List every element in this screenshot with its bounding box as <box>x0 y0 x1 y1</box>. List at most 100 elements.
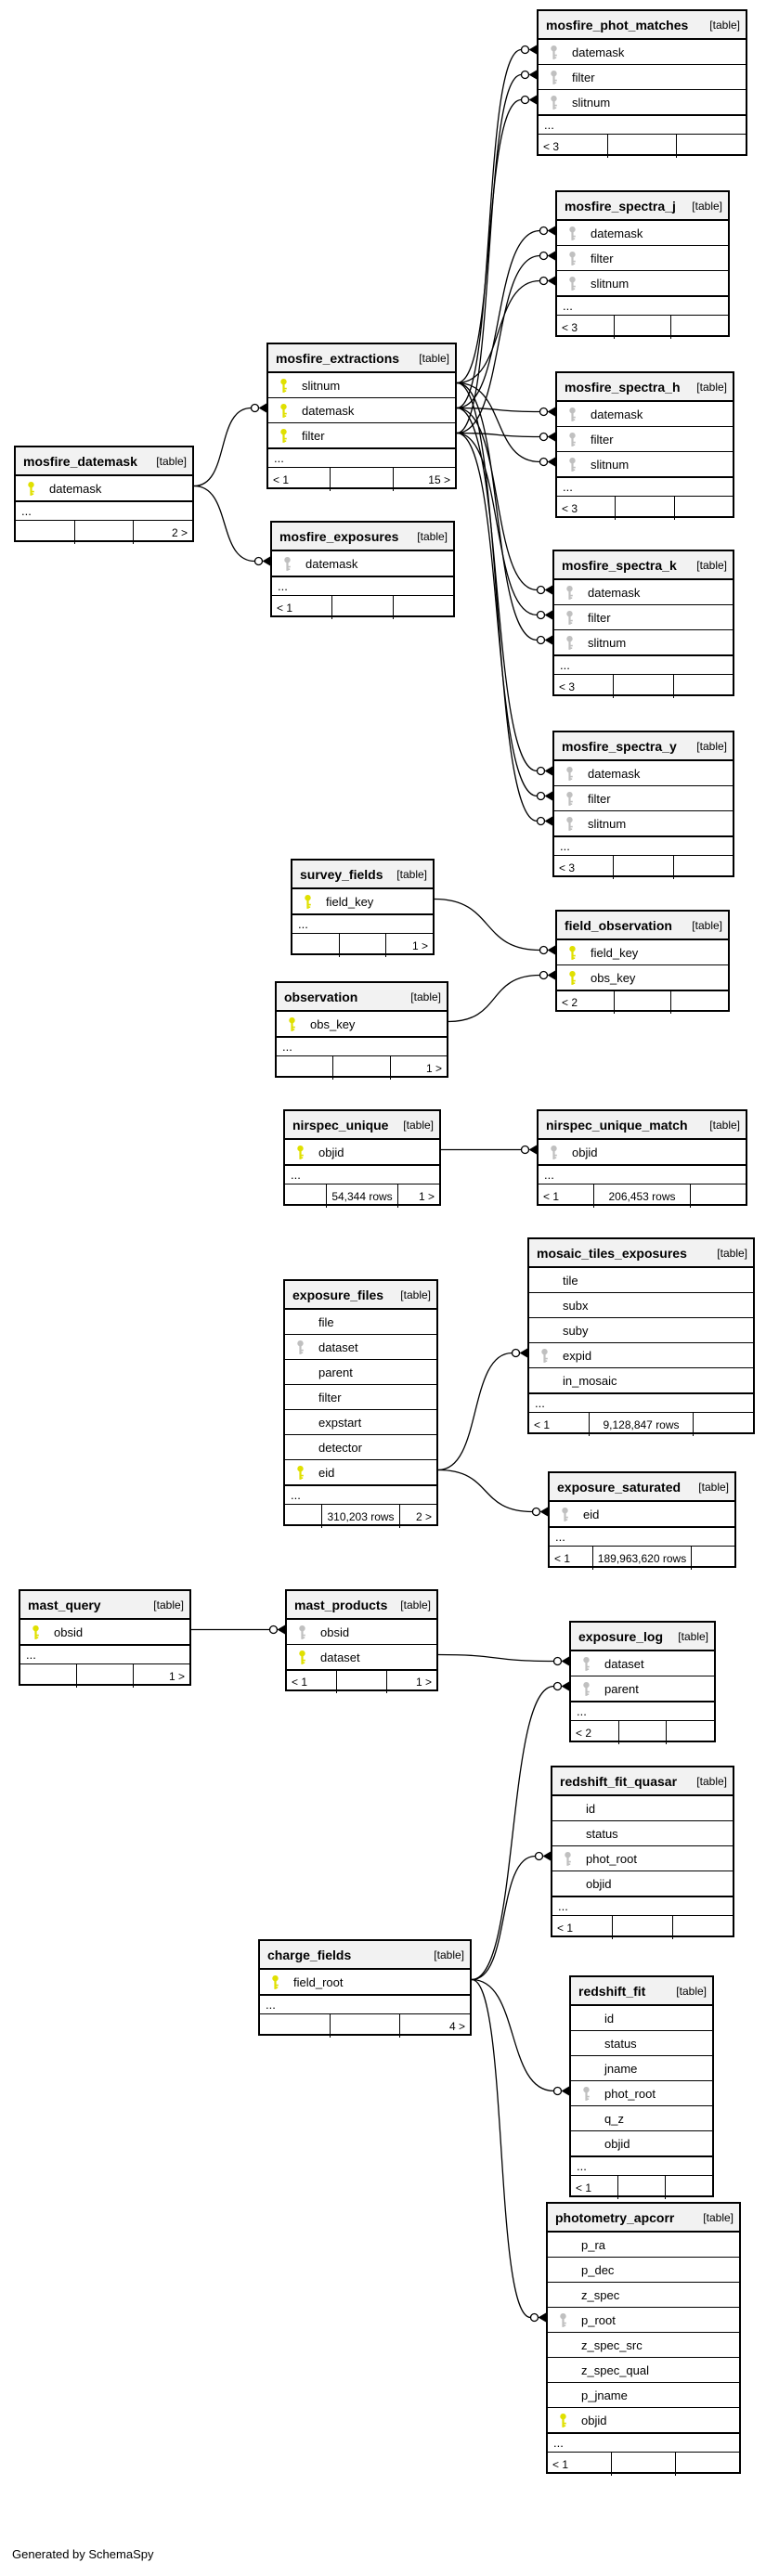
table-survey_fields[interactable]: survey_fields[table]field_key...1 > <box>291 859 435 957</box>
table-type-label: [table] <box>709 1118 740 1132</box>
table-header[interactable]: survey_fields[table] <box>292 861 433 888</box>
column-name: status <box>604 2036 637 2051</box>
table-header[interactable]: exposure_files[table] <box>285 1281 436 1309</box>
table-header[interactable]: photometry_apcorr[table] <box>548 2204 739 2232</box>
table-footer: < 2 <box>571 1720 714 1744</box>
table-charge_fields[interactable]: charge_fields[table]field_root...4 > <box>258 1939 472 2038</box>
primary-key-icon <box>23 481 38 497</box>
table-header[interactable]: mast_query[table] <box>20 1591 189 1619</box>
table-header[interactable]: exposure_log[table] <box>571 1623 714 1650</box>
child-count <box>673 497 733 520</box>
table-header[interactable]: mast_products[table] <box>287 1591 436 1619</box>
foreign-key-icon <box>565 457 579 472</box>
foreign-key-icon <box>562 610 577 626</box>
foreign-key-icon <box>546 95 561 110</box>
foreign-key-icon <box>562 585 577 601</box>
table-footer: 1 > <box>277 1055 447 1080</box>
row-count <box>615 497 673 520</box>
fk-count: < 1 <box>543 1189 560 1203</box>
table-header[interactable]: mosfire_datemask[table] <box>16 447 192 475</box>
fk-count: < 2 <box>562 996 578 1009</box>
table-header[interactable]: charge_fields[table] <box>260 1941 470 1969</box>
table-header[interactable]: mosfire_extractions[table] <box>268 344 455 372</box>
column-name: eid <box>583 1507 600 1521</box>
table-header[interactable]: nirspec_unique[table] <box>285 1111 439 1139</box>
table-header[interactable]: mosfire_phot_matches[table] <box>539 11 746 39</box>
relationship-edge <box>471 1978 569 2096</box>
table-header[interactable]: nirspec_unique_match[table] <box>539 1111 746 1139</box>
column-name: obsid <box>54 1625 84 1639</box>
column-row-datemask: datemask <box>554 579 733 604</box>
table-type-label: [table] <box>153 1598 184 1612</box>
table-header[interactable]: mosfire_spectra_y[table] <box>554 732 733 760</box>
table-header[interactable]: mosfire_spectra_h[table] <box>557 373 733 401</box>
child-count <box>666 1721 714 1744</box>
relationship-edge <box>456 95 537 384</box>
table-header[interactable]: exposure_saturated[table] <box>550 1473 734 1501</box>
row-count <box>613 991 671 1014</box>
table-header[interactable]: redshift_fit[table] <box>571 1977 712 2005</box>
column-name: filter <box>591 251 614 265</box>
fk-count: < 1 <box>552 2457 569 2471</box>
table-header[interactable]: field_observation[table] <box>557 912 728 939</box>
column-row-p_jname: p_jname <box>548 2382 739 2407</box>
table-type-label: [table] <box>696 558 727 572</box>
more-columns-ellipsis: ... <box>557 295 728 315</box>
column-name: filter <box>572 70 595 84</box>
column-name: filter <box>588 791 611 806</box>
column-name: datemask <box>591 226 643 240</box>
column-name: z_spec <box>581 2287 620 2302</box>
table-header[interactable]: redshift_fit_quasar[table] <box>552 1767 733 1795</box>
child-count <box>670 316 728 339</box>
column-row-obs_key: obs_key <box>557 964 728 990</box>
table-name: charge_fields <box>267 1947 352 1962</box>
relationship-edge <box>456 432 552 620</box>
foreign-key-icon <box>578 2086 593 2102</box>
column-row-suby: suby <box>529 1317 753 1342</box>
table-header[interactable]: mosfire_exposures[table] <box>272 523 453 550</box>
column-name: dataset <box>318 1340 358 1354</box>
table-mast_query[interactable]: mast_query[table]obsid...1 > <box>19 1589 191 1688</box>
table-type-label: [table] <box>417 529 448 543</box>
column-row-obs_key: obs_key <box>277 1011 447 1036</box>
table-header[interactable]: mosfire_spectra_j[table] <box>557 192 728 220</box>
table-header[interactable]: observation[table] <box>277 983 447 1011</box>
fk-count: < 3 <box>562 320 578 334</box>
column-name: datemask <box>302 403 355 418</box>
table-header[interactable]: mosaic_tiles_exposures[table] <box>529 1239 753 1267</box>
table-type-label: [table] <box>692 199 722 213</box>
table-header[interactable]: mosfire_spectra_k[table] <box>554 551 733 579</box>
column-name: p_jname <box>581 2388 628 2402</box>
column-row-slitnum: slitnum <box>554 629 733 654</box>
relationship-edge <box>471 1851 551 1981</box>
table-observation[interactable]: observation[table]obs_key...1 > <box>275 981 448 1080</box>
table-mosfire_exposures[interactable]: mosfire_exposures[table]datemask...< 1 <box>270 521 455 619</box>
primary-key-icon <box>267 1974 282 1990</box>
column-row-filter: filter <box>554 785 733 810</box>
row-count <box>329 2014 400 2038</box>
table-mosfire_datemask[interactable]: mosfire_datemask[table]datemask...2 > <box>14 446 194 544</box>
column-name: filter <box>591 432 614 447</box>
column-row-eid: eid <box>550 1501 734 1526</box>
table-nirspec_unique[interactable]: nirspec_unique[table]objid...54,344 rows… <box>283 1109 441 1208</box>
